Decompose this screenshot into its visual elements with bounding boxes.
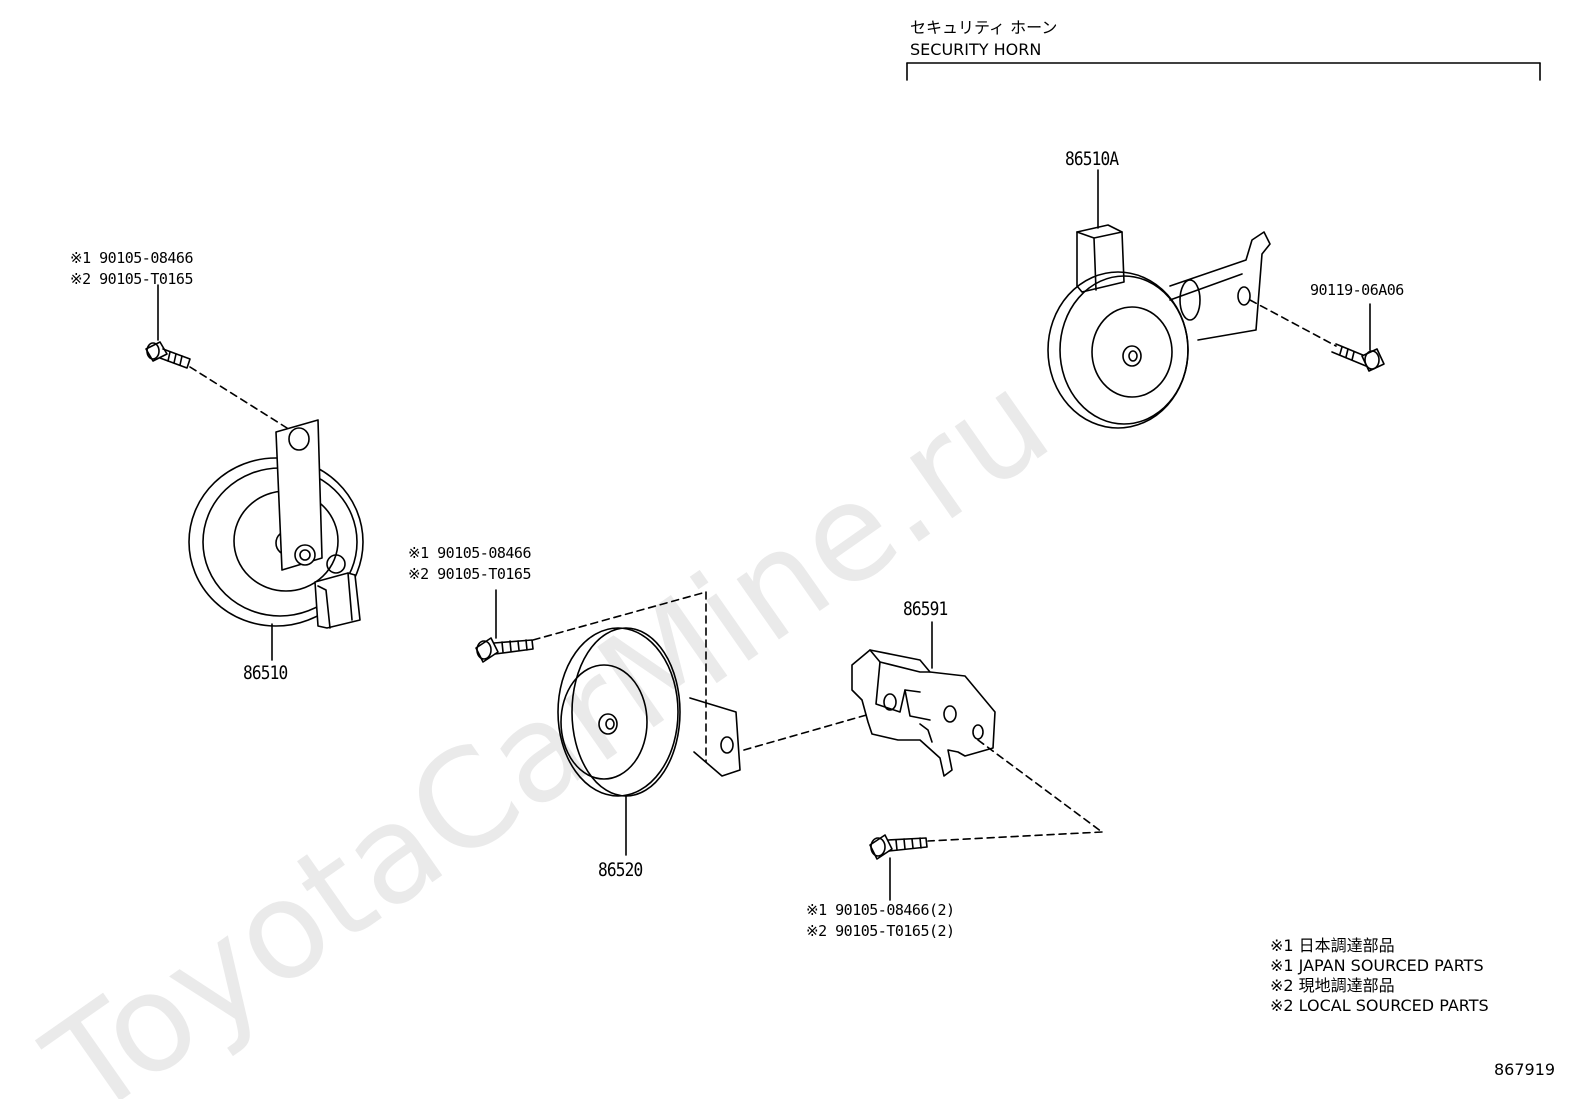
security-horn-section-bracket: [907, 63, 1540, 80]
legend-line-4: ※2 LOCAL SOURCED PARTS: [1270, 996, 1489, 1015]
bolt-security-drawing: [1332, 304, 1384, 371]
security-horn-86510A-drawing: [1048, 170, 1336, 428]
bracket-86591-drawing: [744, 622, 1102, 841]
part-number-86520[interactable]: 86520: [598, 859, 643, 881]
fastener-security-bolt[interactable]: 90119-06A06: [1310, 281, 1404, 299]
bolt-bottom-drawing: [870, 835, 927, 900]
horn-86510-drawing: [189, 420, 363, 660]
part-number-86510A[interactable]: 86510A: [1065, 148, 1119, 170]
legend-line-3: ※2 現地調達部品: [1270, 976, 1395, 995]
fastener-left-line1[interactable]: ※1 90105-08466: [70, 249, 193, 267]
legend-line-1: ※1 日本調達部品: [1270, 936, 1395, 955]
part-number-86510[interactable]: 86510: [243, 662, 288, 684]
diagram-id: 867919: [1494, 1060, 1556, 1079]
bolt-center-drawing: [476, 590, 706, 762]
horn-86520-drawing: [558, 628, 740, 855]
fastener-center-line2[interactable]: ※2 90105-T0165: [408, 565, 531, 583]
fastener-center-line1[interactable]: ※1 90105-08466: [408, 544, 531, 562]
fastener-bottom-line2[interactable]: ※2 90105-T0165(2): [806, 922, 955, 940]
section-title-en: SECURITY HORN: [910, 40, 1042, 59]
section-title-jp: セキュリティ ホーン: [910, 18, 1058, 37]
legend-line-2: ※1 JAPAN SOURCED PARTS: [1270, 956, 1484, 975]
fastener-left-line2[interactable]: ※2 90105-T0165: [70, 270, 193, 288]
bolt-left-drawing: [146, 285, 287, 428]
fastener-bottom-line1[interactable]: ※1 90105-08466(2): [806, 901, 955, 919]
part-number-86591[interactable]: 86591: [903, 598, 948, 620]
